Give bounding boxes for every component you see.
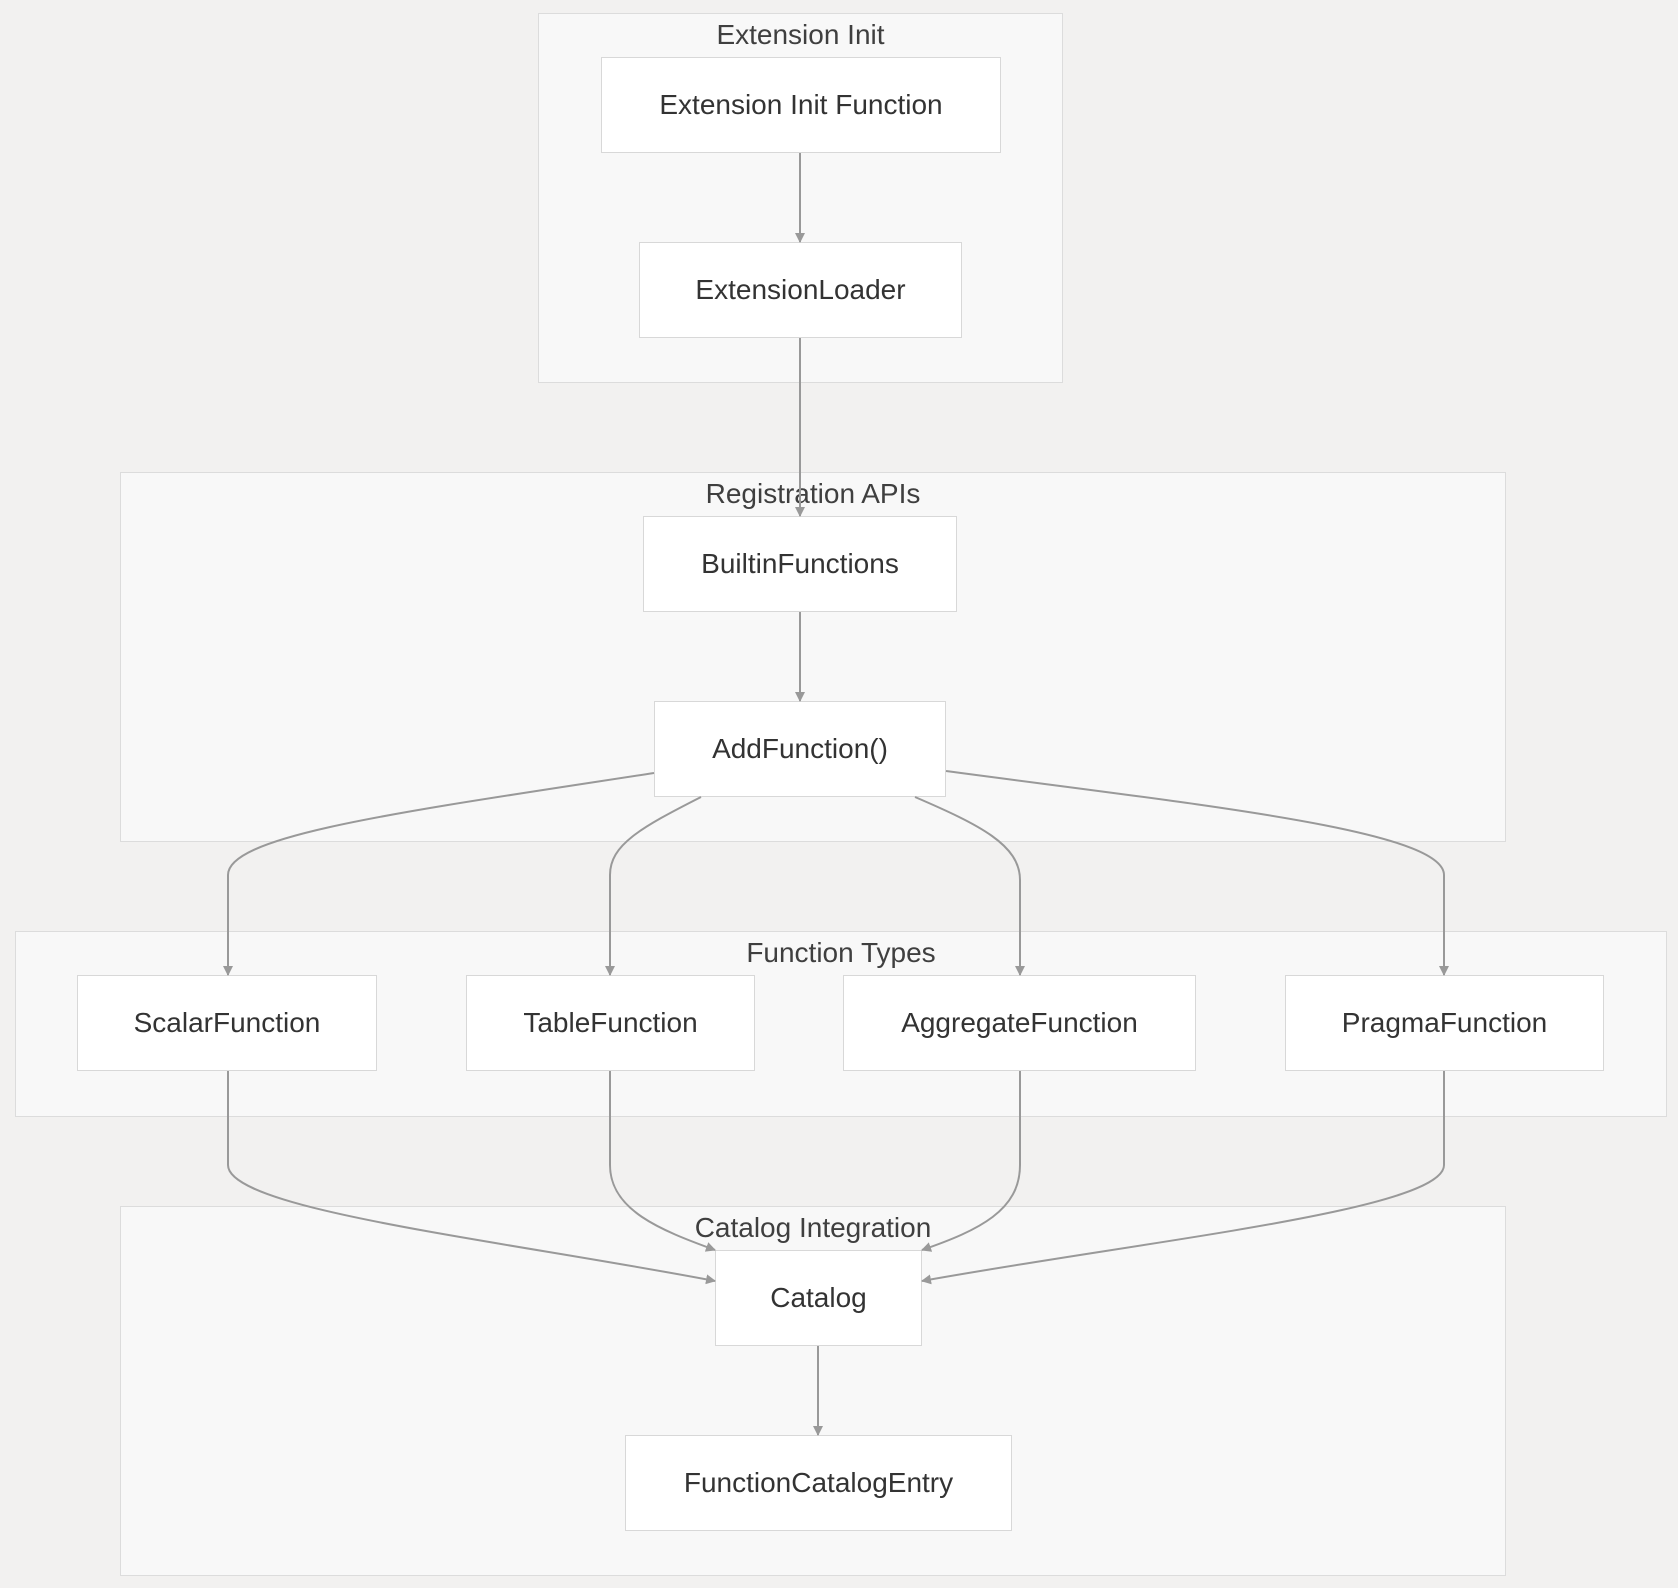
- node-scalar-function[interactable]: ScalarFunction: [77, 975, 377, 1071]
- cluster-title-registration-apis: Registration APIs: [705, 478, 921, 509]
- cluster-title-function-types: Function Types: [746, 937, 936, 968]
- node-extension-loader[interactable]: ExtensionLoader: [639, 242, 962, 338]
- node-pragma-function[interactable]: PragmaFunction: [1285, 975, 1604, 1071]
- node-extension-init-function[interactable]: Extension Init Function: [601, 57, 1001, 153]
- node-table-function[interactable]: TableFunction: [466, 975, 755, 1071]
- cluster-title-catalog-integration: Catalog Integration: [694, 1212, 932, 1243]
- node-add-function[interactable]: AddFunction(): [654, 701, 946, 797]
- node-aggregate-function[interactable]: AggregateFunction: [843, 975, 1196, 1071]
- node-catalog[interactable]: Catalog: [715, 1250, 922, 1346]
- node-builtin-functions[interactable]: BuiltinFunctions: [643, 516, 957, 612]
- cluster-title-extension-init: Extension Init: [716, 19, 885, 50]
- node-function-catalog-entry[interactable]: FunctionCatalogEntry: [625, 1435, 1012, 1531]
